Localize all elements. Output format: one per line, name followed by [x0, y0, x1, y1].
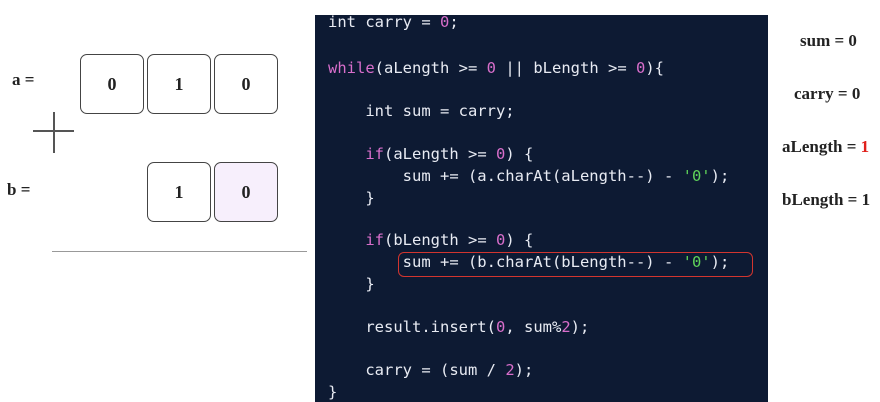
- code-line-10: result.insert(0, sum%2);: [328, 318, 590, 336]
- var-carry: carry = 0: [794, 84, 861, 103]
- code-line-7: if(bLength >= 0) {: [365, 231, 534, 249]
- array-a-cell-0: 0: [80, 54, 144, 114]
- array-a-cell-2: 0: [214, 54, 278, 114]
- var-blength: bLength = 1: [782, 190, 871, 209]
- code-line-11: carry = (sum / 2);: [328, 361, 534, 379]
- var-sum: sum = 0: [800, 31, 857, 50]
- array-b-cell-0: 1: [147, 162, 211, 222]
- code-line-5: sum += (a.charAt(aLength--) - '0');: [328, 167, 730, 185]
- plus-sign-vertical: [53, 112, 55, 153]
- code-line-3: int sum = carry;: [328, 102, 515, 120]
- code-line-4: if(aLength >= 0) {: [365, 145, 534, 163]
- code-line-12: }: [328, 383, 338, 401]
- var-alength-value: 1: [860, 137, 870, 156]
- current-line-highlight-box: [398, 252, 753, 277]
- code-line-6: }: [328, 189, 375, 207]
- array-b-label: b =: [7, 180, 31, 199]
- code-line-9: }: [328, 275, 375, 293]
- array-b-cell-1-highlighted: 0: [214, 162, 278, 222]
- code-line-8-highlighted: sum += (b.charAt(bLength--) - '0');: [328, 253, 730, 271]
- code-line-2: while(aLength >= 0 || bLength >= 0){: [328, 59, 664, 77]
- sum-divider-line: [52, 251, 307, 252]
- code-panel: int carry = 0; while(aLength >= 0 || bLe…: [315, 15, 768, 402]
- var-alength: aLength = 1: [782, 137, 870, 156]
- array-a-label: a =: [12, 70, 35, 89]
- code-line-1: int carry = 0;: [328, 15, 459, 31]
- array-a-cell-1: 1: [147, 54, 211, 114]
